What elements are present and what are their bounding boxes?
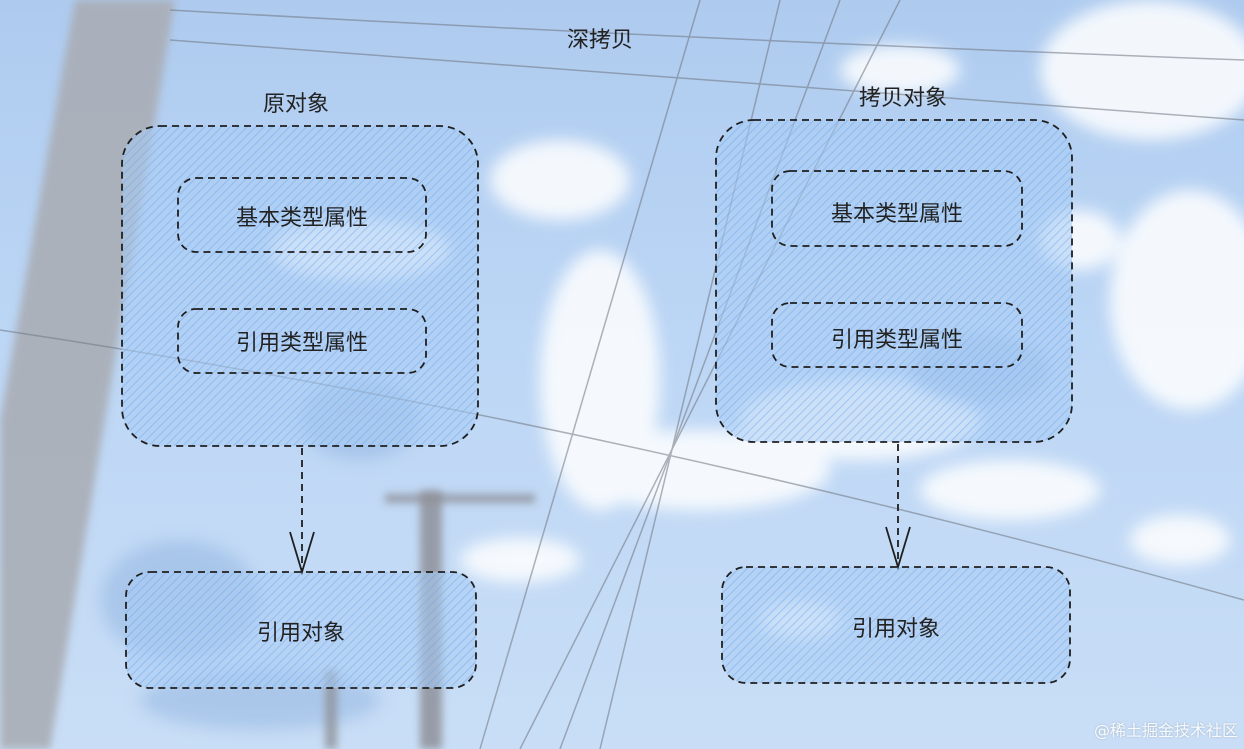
copy-reference-arrow [885, 444, 911, 571]
original-target-box-hatch [126, 572, 476, 688]
diagram-title: 深拷贝 [566, 28, 634, 53]
original-reference-property: 引用类型属性 [235, 331, 369, 356]
copy-object-box-hatch [716, 120, 1072, 442]
original-target-box-border [125, 571, 477, 689]
copy-object-label: 拷贝对象 [858, 86, 948, 111]
watermark: @稀土掘金技术社区 [1093, 721, 1238, 740]
original-primitive-box-border [177, 177, 427, 253]
copy-primitive-property: 基本类型属性 [830, 202, 964, 227]
original-referenced-object: 引用对象 [256, 621, 346, 646]
copy-target-box-hatch [722, 567, 1070, 683]
copy-object-box-border [715, 119, 1073, 443]
original-primitive-property: 基本类型属性 [235, 206, 369, 231]
original-reference-arrow [289, 448, 315, 576]
copy-target-box-border [721, 566, 1071, 684]
copy-reference-box-border [771, 302, 1023, 368]
copy-reference-property: 引用类型属性 [830, 328, 964, 353]
original-object-box-border [121, 125, 479, 447]
copy-referenced-object: 引用对象 [851, 617, 941, 642]
copy-reference-arrow-head [885, 526, 911, 571]
original-reference-arrow-head [289, 531, 315, 576]
original-object-box-hatch [122, 126, 478, 446]
original-reference-box-border [177, 308, 427, 374]
original-object-label: 原对象 [262, 92, 330, 117]
copy-primitive-box-border [771, 170, 1023, 247]
